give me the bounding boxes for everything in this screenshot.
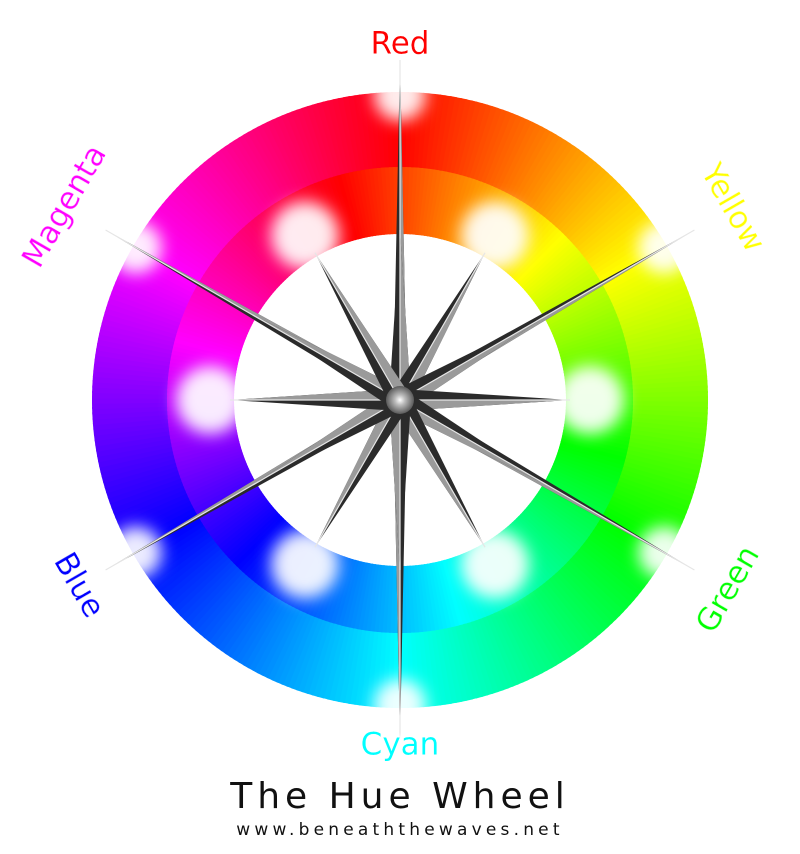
page-title: The Hue Wheel <box>230 776 570 817</box>
label-yellow: Yellow <box>693 157 772 259</box>
label-cyan: Cyan <box>361 727 440 763</box>
star-point-180 <box>389 390 411 570</box>
white-blotches <box>109 69 691 731</box>
star-point-330 <box>314 252 410 409</box>
compass-hub <box>386 386 414 414</box>
star-point-60 <box>391 314 548 410</box>
star-point-240 <box>252 390 409 486</box>
star-point-0 <box>389 230 411 410</box>
compass-star <box>230 230 570 570</box>
star-point-270 <box>230 389 410 411</box>
star-point-90 <box>390 389 570 411</box>
label-blue: Blue <box>46 547 111 624</box>
star-point-150 <box>390 391 486 548</box>
label-magenta: Magenta <box>15 139 114 274</box>
label-green: Green <box>689 540 767 639</box>
label-red: Red <box>371 26 430 62</box>
star-point-300 <box>252 314 409 410</box>
website-url: www.beneaththewaves.net <box>236 820 564 840</box>
star-point-120 <box>391 390 548 486</box>
star-point-210 <box>314 391 410 548</box>
star-point-30 <box>390 252 486 409</box>
